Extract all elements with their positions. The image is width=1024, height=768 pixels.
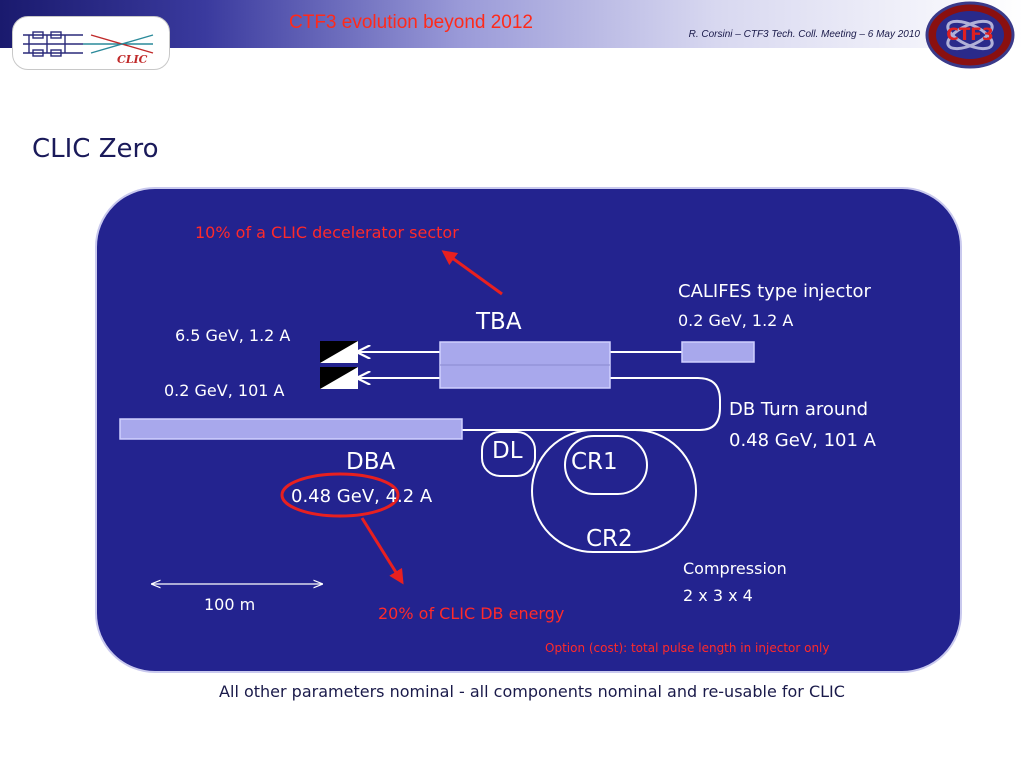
- clic-logo: CLIC: [12, 16, 170, 70]
- combiner-ring-1: [564, 435, 648, 495]
- dl-label: DL: [492, 438, 523, 464]
- combiner-ring-2: [531, 429, 697, 553]
- tba-label: TBA: [476, 309, 522, 335]
- option-note: Option (cost): total pulse length in inj…: [545, 641, 830, 655]
- dba-highlight: [280, 472, 400, 518]
- califes-injector: [681, 341, 755, 363]
- clic-logo-text: CLIC: [117, 53, 148, 66]
- header-title: CTF3 evolution beyond 2012: [289, 12, 533, 33]
- arrow-to-bottom-note: [360, 517, 404, 585]
- annotation-bottom: 20% of CLIC DB energy: [378, 604, 565, 623]
- beamline-low: [358, 378, 721, 431]
- turnaround-title: DB Turn around: [729, 399, 869, 420]
- beam-dump-high: [320, 341, 358, 363]
- page-title: CLIC Zero: [32, 134, 159, 164]
- delay-loop: [481, 431, 536, 477]
- ctf3-logo-text: CTF3: [946, 25, 994, 45]
- annotation-top: 10% of a CLIC decelerator sector: [195, 223, 459, 242]
- cr1-label: CR1: [571, 449, 618, 475]
- footer-note: All other parameters nominal - all compo…: [219, 682, 845, 701]
- cr2-label: CR2: [586, 526, 633, 552]
- arrow-to-top-note: [441, 250, 503, 296]
- beam-low-label: 0.2 GeV, 101 A: [164, 381, 285, 400]
- califes-params: 0.2 GeV, 1.2 A: [678, 311, 794, 330]
- clic-logo-graphic: CLIC: [23, 31, 154, 66]
- turnaround-params: 0.48 GeV, 101 A: [729, 430, 876, 451]
- compression-factor: 2 x 3 x 4: [683, 586, 753, 605]
- header-meta: R. Corsini – CTF3 Tech. Coll. Meeting – …: [688, 29, 920, 40]
- dba-params: 0.48 GeV, 4.2 A: [291, 486, 433, 507]
- dba-label: DBA: [346, 449, 396, 475]
- ctf3-logo: CTF3: [924, 0, 1016, 77]
- beam-high-label: 6.5 GeV, 1.2 A: [175, 326, 291, 345]
- califes-title: CALIFES type injector: [678, 281, 871, 302]
- dba-linac: [119, 418, 463, 440]
- header-bar: [0, 0, 1024, 48]
- compression-title: Compression: [683, 559, 787, 578]
- beam-dump-low: [320, 367, 358, 389]
- scale-label: 100 m: [204, 595, 256, 614]
